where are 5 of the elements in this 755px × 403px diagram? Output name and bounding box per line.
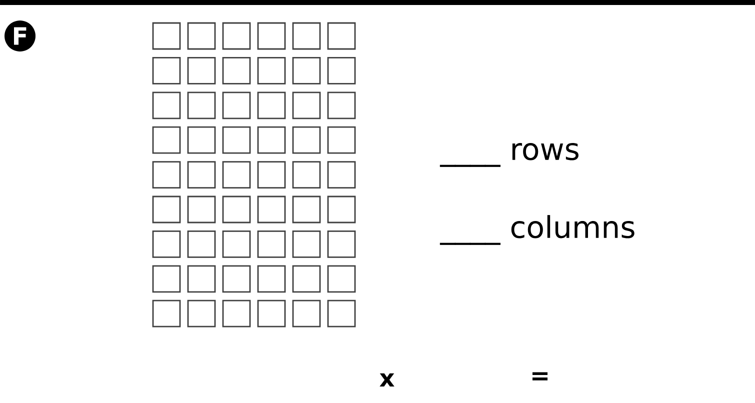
text: ____ columns [440,215,634,245]
text: ____ rows [440,143,578,167]
operator-sign: x [380,373,394,387]
letter-badge: F [4,20,36,52]
operator-sign: = [532,372,548,380]
